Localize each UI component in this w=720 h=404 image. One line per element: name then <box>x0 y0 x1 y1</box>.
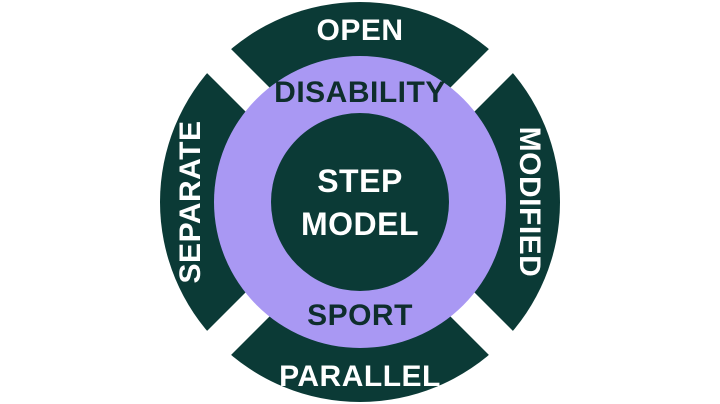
ring-label-disability: DISABILITY <box>274 76 446 109</box>
center-label-step: STEP <box>317 163 403 199</box>
center-label-model: MODEL <box>301 206 419 242</box>
segment-label-separate: SEPARATE <box>174 121 207 284</box>
segment-label-modified: MODIFIED <box>513 127 546 278</box>
segment-label-parallel: PARALLEL <box>279 360 441 393</box>
segment-label-open: OPEN <box>316 14 403 47</box>
ring-label-sport: SPORT <box>307 299 413 332</box>
center-circle <box>271 113 449 291</box>
